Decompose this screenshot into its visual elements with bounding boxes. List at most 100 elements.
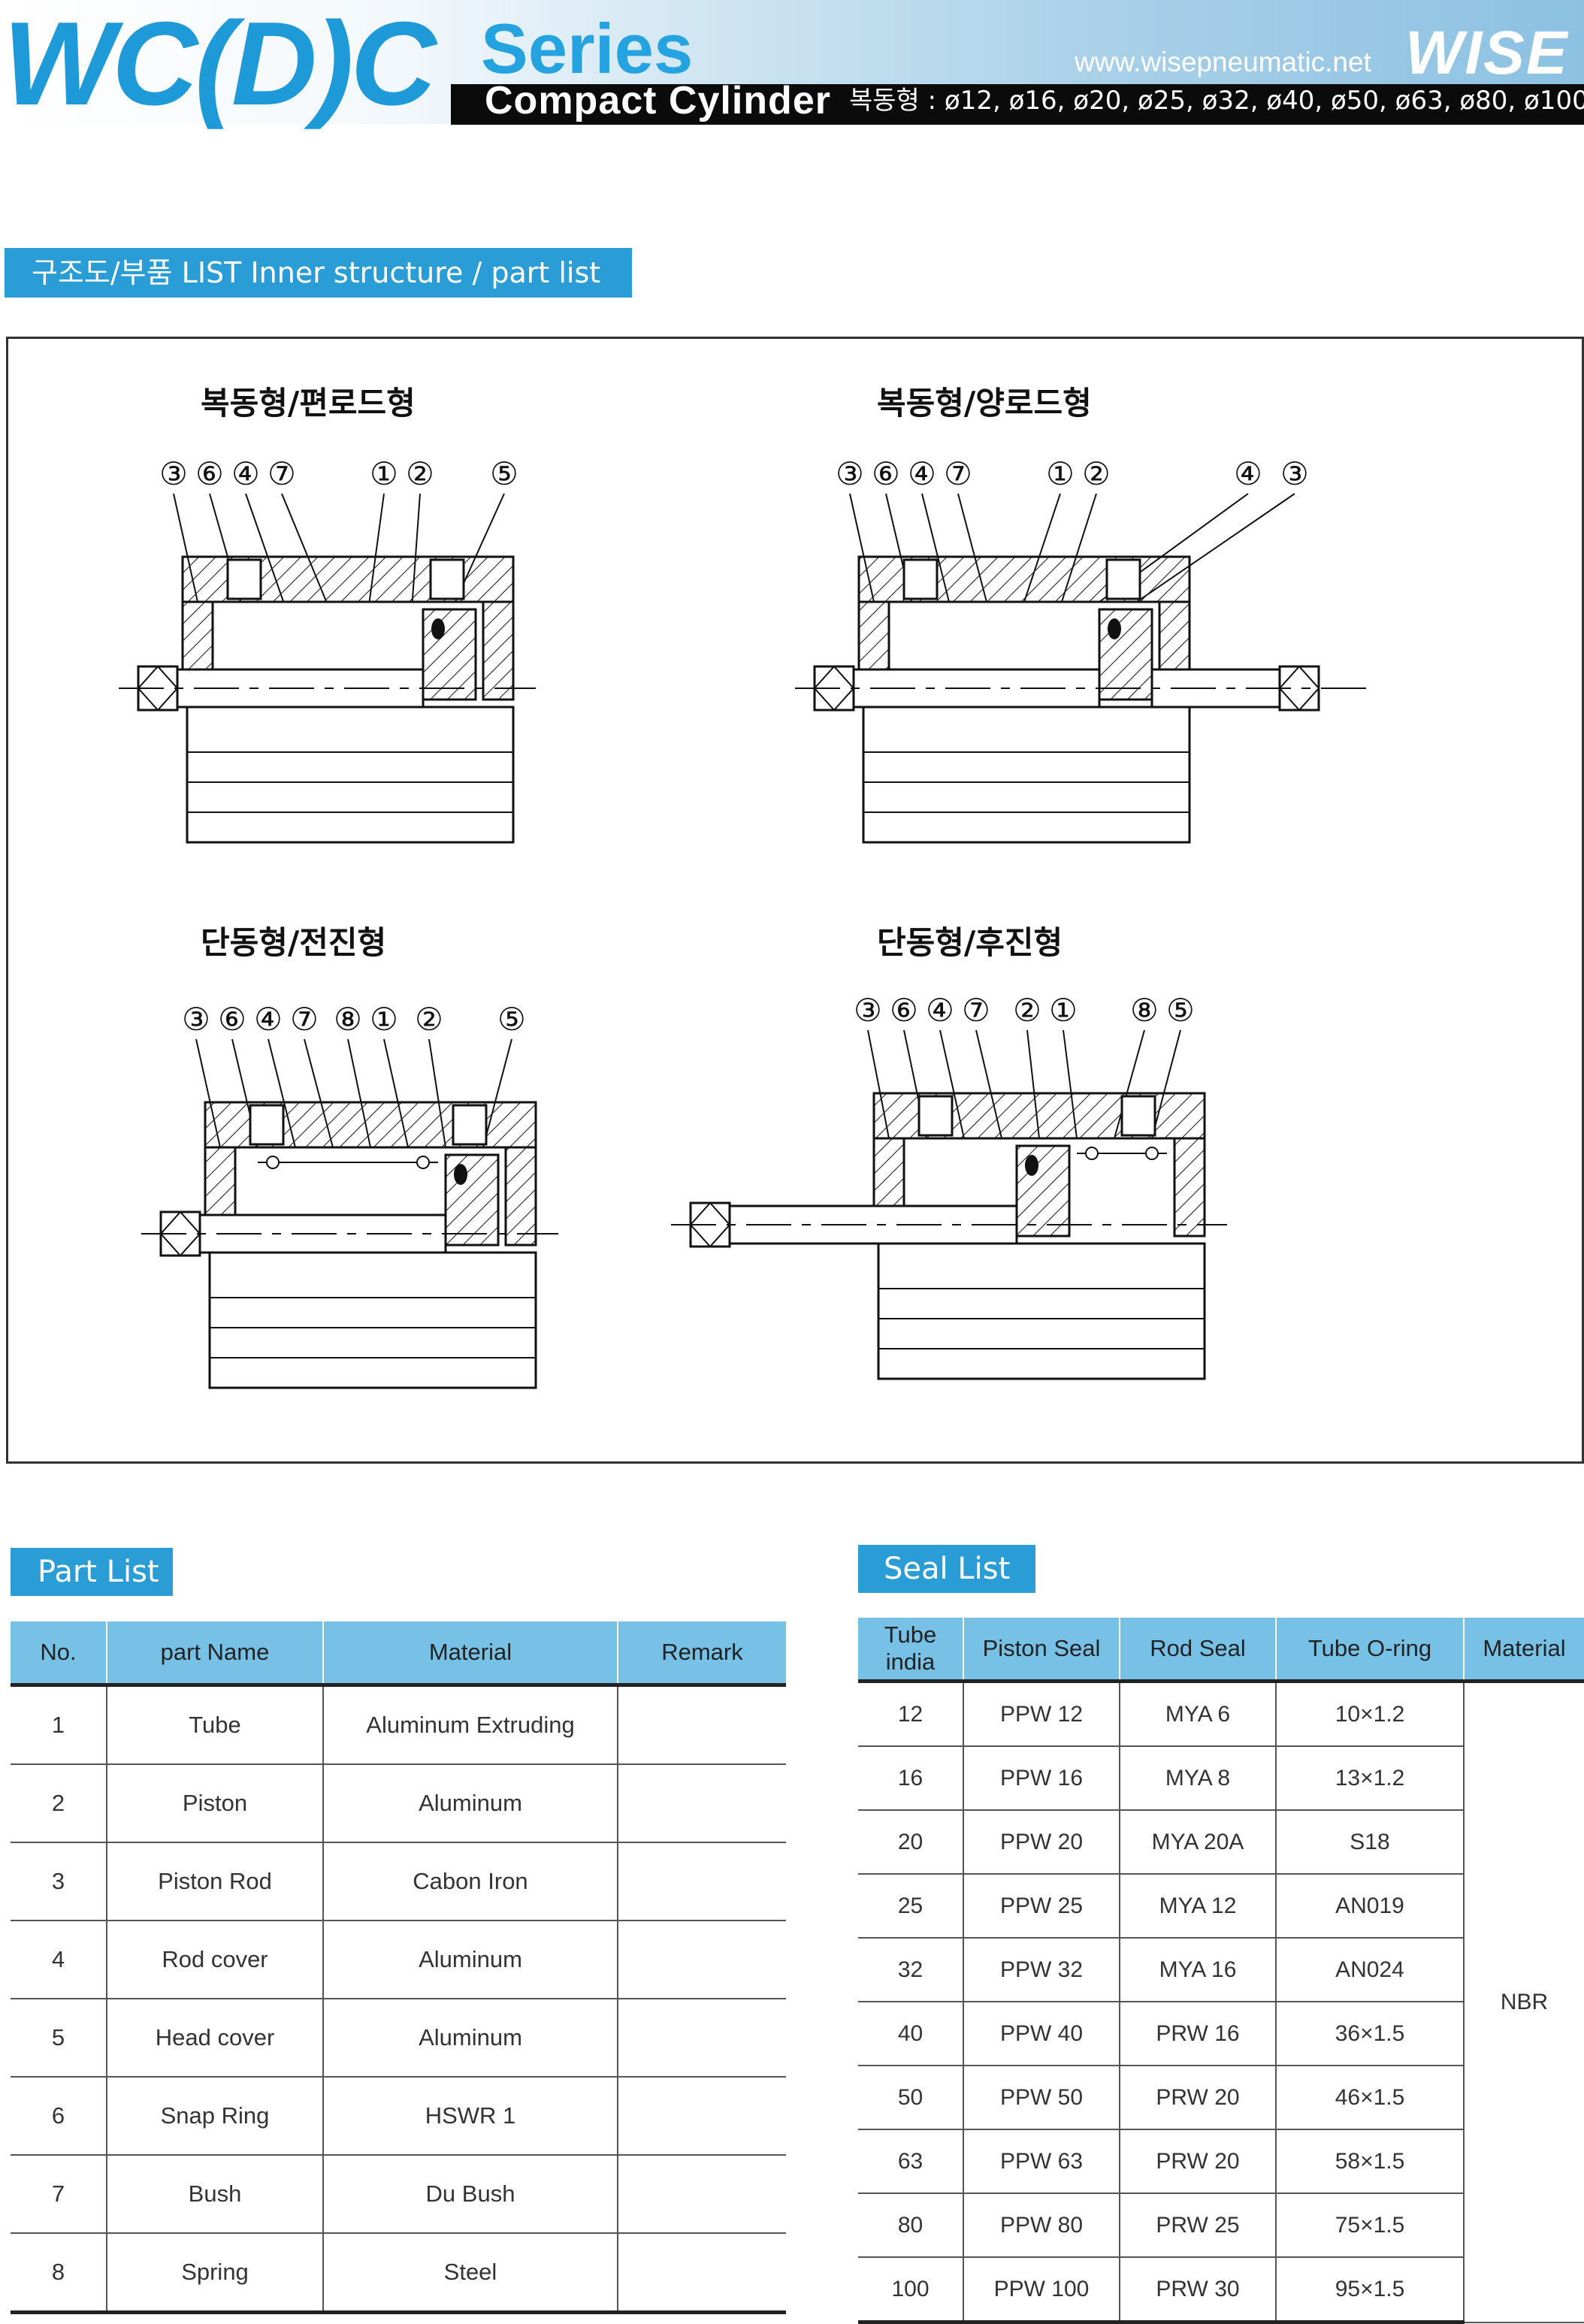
spring-coil <box>266 1156 280 1169</box>
callout-label: ① <box>1046 455 1075 492</box>
diagram-title-single-pull: 단동형/후진형 <box>877 924 1063 961</box>
seal-tube-cell: 50 <box>858 2066 963 2130</box>
callout-label: ① <box>370 455 398 492</box>
seal-oring-cell: 10×1.2 <box>1275 1679 1464 1747</box>
diagram-title-single-push: 단동형/전진형 <box>201 924 387 961</box>
seal-rod-cell: MYA 6 <box>1119 1679 1276 1747</box>
seal-piston-cell: PPW 16 <box>963 1746 1120 1811</box>
part-name-cell: Piston Rod <box>106 1842 323 1921</box>
port-left <box>249 1104 285 1146</box>
part-material-cell: Aluminum Extruding <box>322 1683 618 1765</box>
part-no-cell: 2 <box>11 1764 107 1843</box>
part-material-cell: Steel <box>322 2233 618 2314</box>
seal-oring-cell: 46×1.5 <box>1275 2066 1464 2130</box>
seal-tube-cell: 20 <box>858 1810 963 1875</box>
part-remark-cell <box>617 1683 786 1765</box>
part-remark-cell <box>617 1764 786 1843</box>
seal-tube-cell: 25 <box>858 1874 963 1939</box>
port-right <box>1120 1095 1156 1137</box>
part-name-cell: Snap Ring <box>106 2077 323 2156</box>
seal-oring-cell: 75×1.5 <box>1275 2193 1464 2258</box>
model-logo: WC(D)C <box>3 0 437 130</box>
callout-label: ⑥ <box>218 1001 246 1038</box>
seal-material-cell: NBR <box>1463 1679 1584 2323</box>
diagram-title-double-double-rod: 복동형/양로드형 <box>877 385 1092 422</box>
structure-section-tag: 구조도/부품 LIST Inner structure / part list <box>5 248 632 298</box>
seal-tube-cell: 32 <box>858 1938 963 2002</box>
series-label: Series <box>481 9 694 88</box>
seal-col-piston: Piston Seal <box>963 1618 1120 1682</box>
seal-rod-cell: MYA 16 <box>1119 1938 1276 2002</box>
part-material-cell: Aluminum <box>322 1921 618 1999</box>
part-remark-cell <box>617 1999 786 2078</box>
seal-oring-cell: 95×1.5 <box>1275 2257 1464 2324</box>
piston-section <box>1098 608 1153 701</box>
piston-seal <box>431 618 445 639</box>
seal-oring-cell: 13×1.2 <box>1275 1746 1464 1811</box>
diagram-title-double-single-rod: 복동형/편로드형 <box>201 385 416 422</box>
seal-rod-cell: MYA 8 <box>1119 1746 1276 1811</box>
seal-piston-cell: PPW 32 <box>963 1938 1120 2002</box>
outer-body-view <box>186 706 515 844</box>
part-no-cell: 3 <box>11 1842 107 1921</box>
outer-body-view <box>208 1251 537 1389</box>
callout-label: ① <box>370 1001 398 1038</box>
seal-rod-cell: MYA 20A <box>1119 1810 1276 1875</box>
header-black-bar <box>451 84 1584 125</box>
callout-label: ③ <box>836 455 864 492</box>
seal-piston-cell: PPW 50 <box>963 2066 1120 2130</box>
piston-seal <box>1108 618 1121 639</box>
callout-label: ⑦ <box>962 992 990 1029</box>
part-name-cell: Piston <box>106 1764 323 1843</box>
part-col-name: part Name <box>106 1621 323 1685</box>
part-name-cell: Rod cover <box>106 1921 323 1999</box>
seal-rod-cell: PRW 30 <box>1119 2257 1276 2324</box>
callout-label: ③ <box>159 455 188 492</box>
port-left <box>917 1095 954 1137</box>
callout-label: ② <box>1082 455 1111 492</box>
callout-label: ⑤ <box>497 1001 526 1038</box>
callout-label: ⑥ <box>195 455 224 492</box>
seal-tube-cell: 80 <box>858 2193 963 2258</box>
seal-col-oring: Tube O-ring <box>1275 1618 1464 1682</box>
part-col-material: Material <box>322 1621 618 1685</box>
seal-tube-cell: 40 <box>858 2002 963 2066</box>
callout-label: ⑥ <box>872 455 900 492</box>
callout-label: ④ <box>254 1001 283 1038</box>
spring-coil <box>1145 1147 1159 1160</box>
port-right <box>429 558 465 600</box>
product-subtitle: Compact Cylinder <box>485 79 831 122</box>
outer-body-view <box>877 1242 1206 1380</box>
piston-section <box>1015 1144 1071 1238</box>
callout-label: ⑤ <box>490 455 518 492</box>
callout-label: ④ <box>231 455 260 492</box>
part-list-tag: Part List <box>11 1548 173 1596</box>
part-material-cell: Aluminum <box>322 1764 618 1843</box>
callout-label: ③ <box>854 992 882 1029</box>
seal-piston-cell: PPW 25 <box>963 1874 1120 1939</box>
callout-label: ⑤ <box>1166 992 1195 1029</box>
piston-section <box>444 1153 500 1247</box>
seal-oring-cell: 36×1.5 <box>1275 2002 1464 2066</box>
part-material-cell: Du Bush <box>322 2155 618 2234</box>
seal-col-material: Material <box>1463 1618 1584 1682</box>
head-cover-section <box>1173 1137 1206 1238</box>
seal-rod-cell: PRW 16 <box>1119 2002 1276 2066</box>
seal-rod-cell: PRW 20 <box>1119 2129 1276 2194</box>
seal-oring-cell: AN024 <box>1275 1938 1464 2002</box>
website-url[interactable]: www.wisepneumatic.net <box>1075 47 1371 77</box>
